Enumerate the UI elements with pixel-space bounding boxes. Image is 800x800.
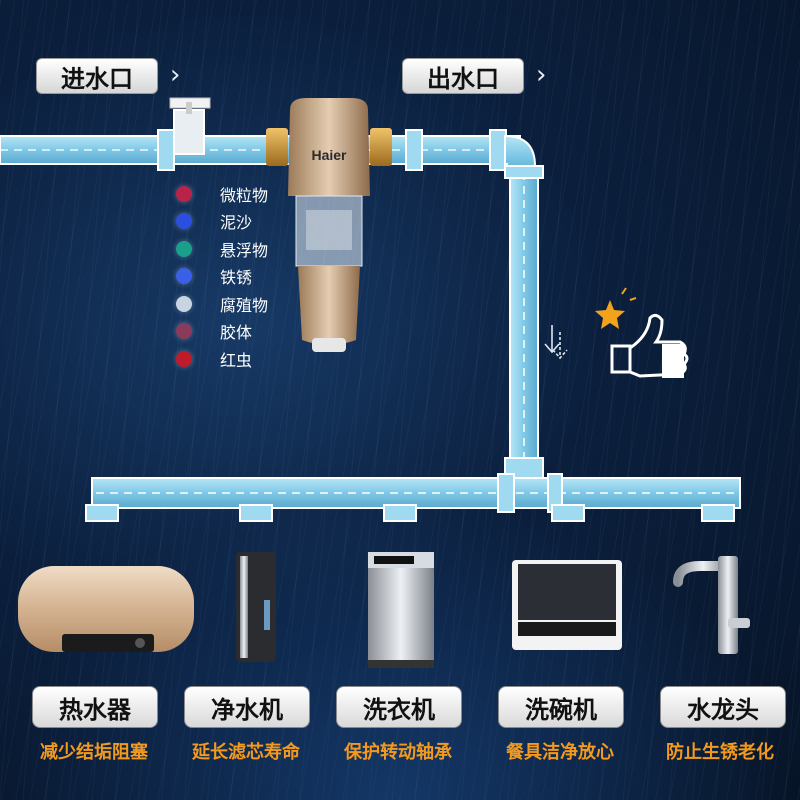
rust-icon — [176, 268, 192, 285]
chevron-right-icon: › — [170, 60, 181, 90]
benefit-water-heater: 减少结垢阻塞 — [40, 742, 148, 763]
benefit-water-purifier: 延长滤芯寿命 — [192, 742, 300, 763]
filter-brand-logo: Haier — [311, 147, 347, 163]
washing-machine-image — [368, 552, 434, 668]
thumbs-up-icon — [595, 287, 689, 378]
appliance-label-water-purifier: 净水机 — [184, 686, 310, 728]
colloid-icon — [176, 323, 192, 340]
water-heater-image — [18, 566, 194, 652]
contaminant-item: 红虫 — [176, 345, 286, 373]
contaminant-item: 泥沙 — [176, 208, 286, 236]
suspended-matter-icon — [176, 240, 192, 257]
faucet-image — [673, 556, 750, 654]
benefit-washing-machine: 保护转动轴承 — [344, 742, 452, 763]
outlet-label: 出水口 — [402, 58, 524, 94]
contaminant-item: 胶体 — [176, 318, 286, 346]
humus-icon — [176, 295, 192, 312]
sand-icon — [176, 213, 192, 230]
inlet-label: 进水口 — [36, 58, 158, 94]
appliance-label-dishwasher: 洗碗机 — [498, 686, 624, 728]
contaminant-item: 微粒物 — [176, 180, 286, 208]
red-worm-icon — [176, 350, 192, 367]
appliance-label-faucet: 水龙头 — [660, 686, 786, 728]
appliance-label-washing-machine: 洗衣机 — [336, 686, 462, 728]
contaminant-item: 腐殖物 — [176, 290, 286, 318]
contaminant-list: 微粒物 泥沙 悬浮物 铁锈 腐殖物 胶体 红虫 — [176, 180, 286, 373]
chevron-right-icon: › — [536, 60, 547, 90]
inlet-pipe — [0, 129, 521, 171]
appliance-label-water-heater: 热水器 — [32, 686, 158, 728]
water-purifier-image — [236, 552, 276, 662]
contaminant-item: 铁锈 — [176, 263, 286, 291]
dishwasher-image — [512, 560, 622, 650]
particle-icon — [176, 185, 192, 202]
benefit-dishwasher: 餐具洁净放心 — [506, 742, 614, 763]
valve-icon — [169, 97, 211, 155]
pre-filter-unit — [266, 98, 392, 352]
outlet-pipe — [504, 134, 568, 467]
contaminant-item: 悬浮物 — [176, 235, 286, 263]
benefit-faucet: 防止生锈老化 — [666, 742, 774, 763]
distribution-pipe — [85, 457, 741, 522]
